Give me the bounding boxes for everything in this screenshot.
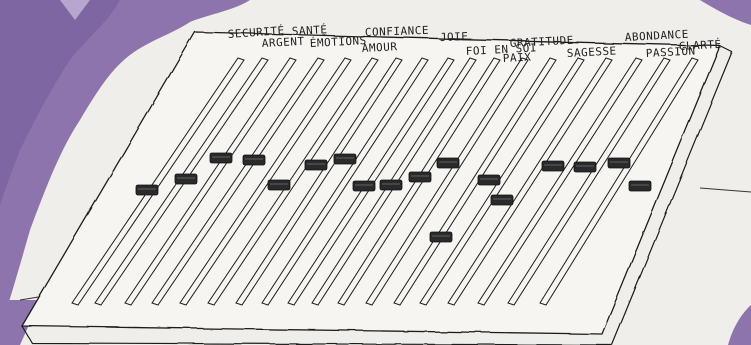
label-paix: PAIX bbox=[502, 51, 531, 65]
fader-knob bbox=[430, 232, 452, 242]
label-argent: ARGENT bbox=[261, 35, 304, 50]
fader-knob bbox=[629, 181, 651, 191]
fader-knob bbox=[491, 195, 513, 205]
table-edge-right bbox=[700, 188, 751, 192]
label-joie: JOIE bbox=[440, 30, 469, 44]
fader-knob bbox=[608, 158, 630, 168]
fader-knob bbox=[574, 162, 596, 172]
fader-knob bbox=[305, 160, 327, 170]
fader-knob bbox=[478, 175, 500, 185]
label-clarte: CLARTÉ bbox=[678, 38, 721, 53]
fader-knob bbox=[380, 180, 402, 190]
fader-knob bbox=[353, 181, 375, 191]
label-sagesse: SAGESSE bbox=[566, 44, 616, 60]
label-amour: AMOUR bbox=[361, 40, 397, 55]
fader-knob bbox=[334, 154, 356, 164]
fader-knob bbox=[243, 155, 265, 165]
fader-knob bbox=[210, 153, 232, 163]
fader-knob bbox=[268, 180, 290, 190]
fader-knob bbox=[409, 172, 431, 182]
fader-knob bbox=[542, 161, 564, 171]
label-confiance: CONFIANCE bbox=[365, 24, 430, 39]
fader-knob bbox=[175, 174, 197, 184]
fader-knob bbox=[136, 185, 158, 195]
fader-knob bbox=[437, 158, 459, 168]
